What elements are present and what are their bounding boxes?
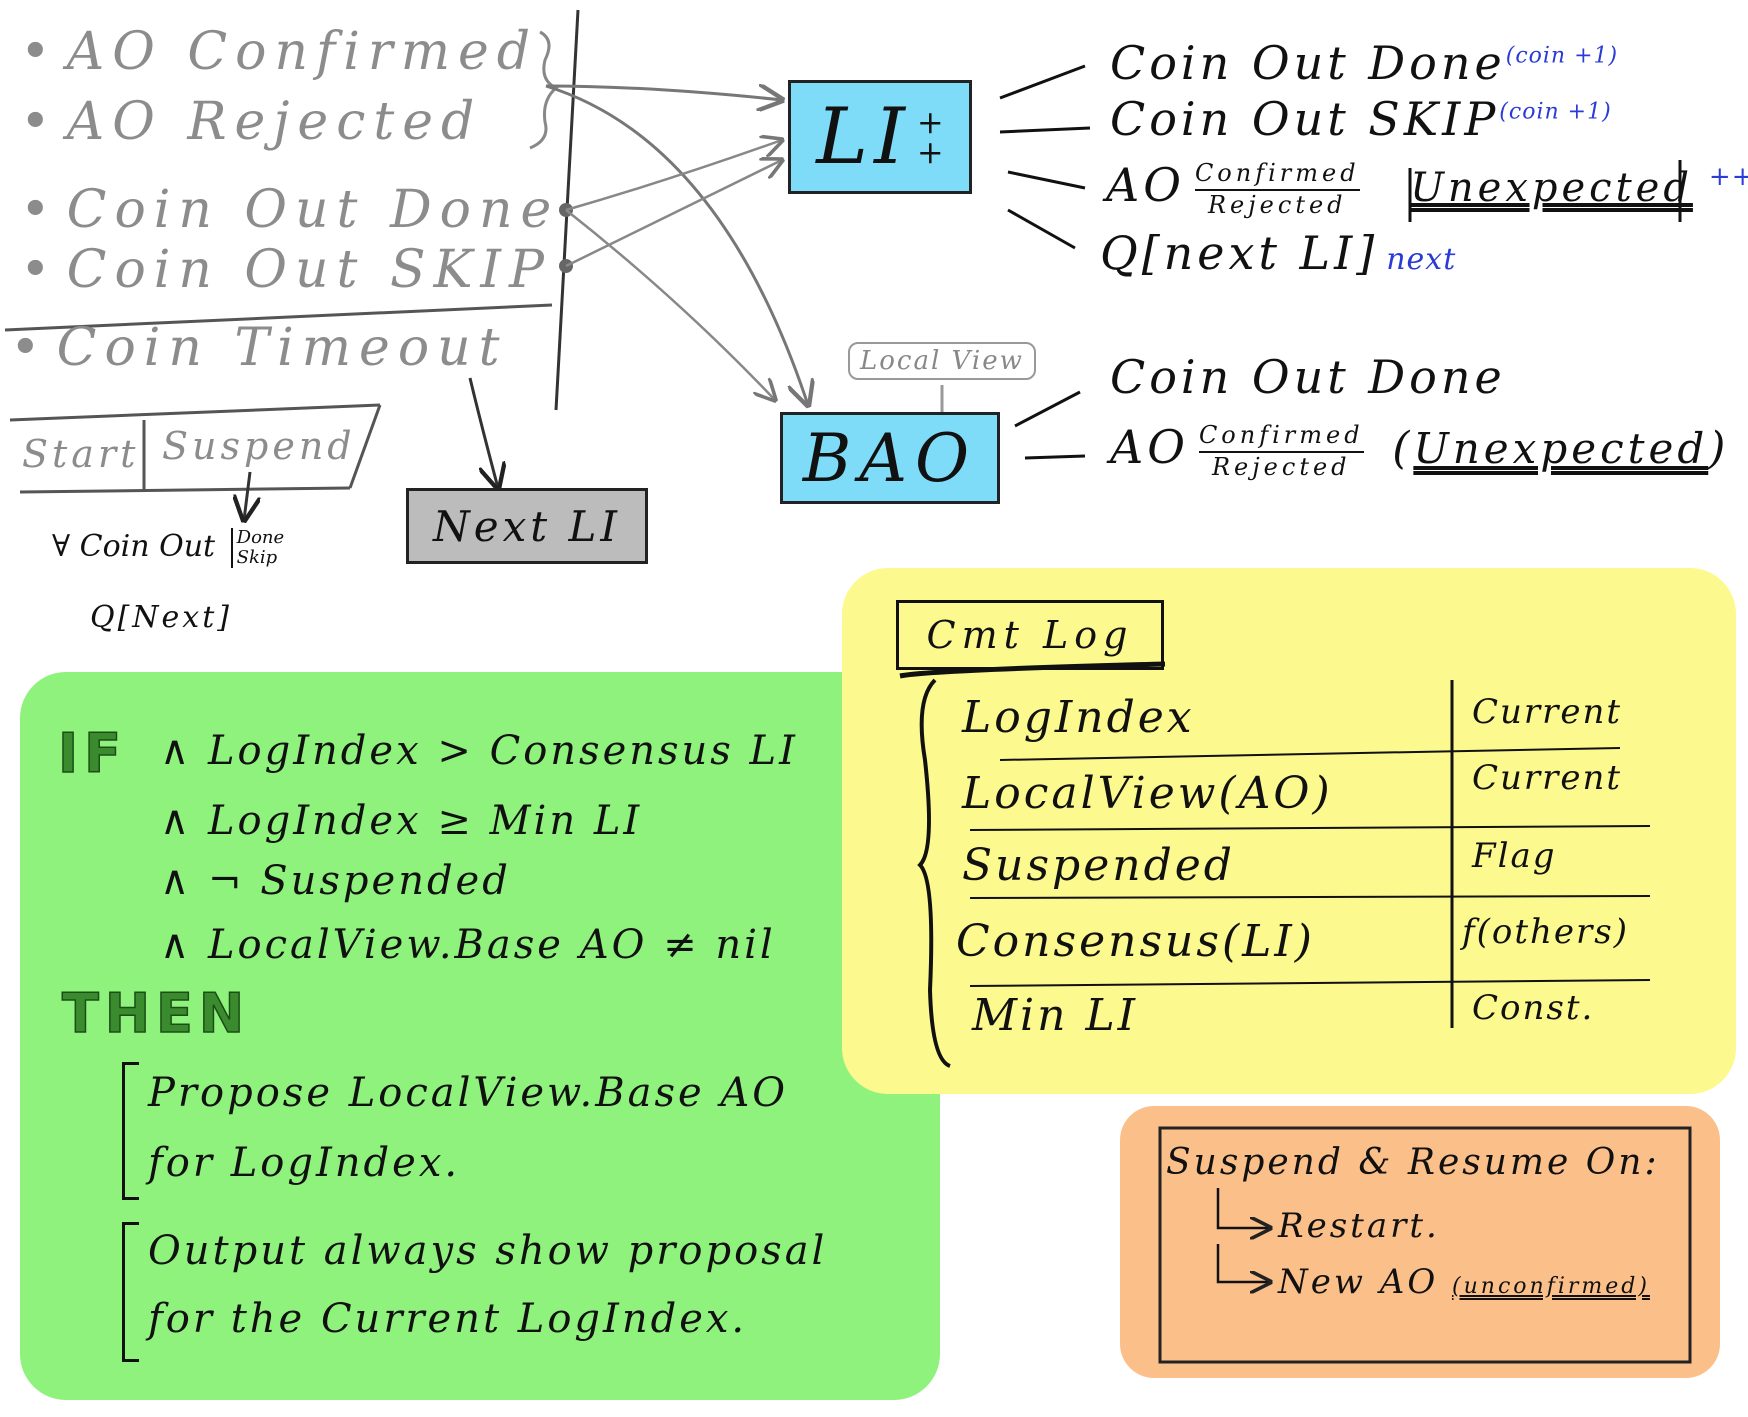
event-coin-out-done-label: Coin Out Done bbox=[66, 180, 560, 240]
suspend-resume-item-restart: Restart. bbox=[1278, 1206, 1440, 1246]
li-note-confirmed: Confirmed bbox=[1194, 159, 1360, 191]
suspend-resume-panel bbox=[1120, 1106, 1720, 1378]
cmt-log-row-4-name: Min LI bbox=[972, 990, 1139, 1041]
li-note-coin-out-skip-text: Coin Out SKIP bbox=[1110, 92, 1500, 146]
cmt-log-panel bbox=[842, 568, 1736, 1094]
rule-action-1-line-2: for LogIndex. bbox=[148, 1140, 461, 1186]
rule-if-keyword: IF bbox=[57, 721, 127, 786]
li-note-rejected: Rejected bbox=[1207, 191, 1347, 219]
rule-condition-3: ∧ ¬ Suspended bbox=[160, 858, 511, 904]
cmt-log-title: Cmt Log bbox=[896, 600, 1164, 670]
li-note-coin-out-done-sup: (coin +1) bbox=[1505, 43, 1619, 69]
li-box-plus-top: + bbox=[916, 103, 944, 141]
suspend-note-skip: Skip bbox=[236, 547, 278, 568]
rule-condition-2: ∧ LogIndex ≥ Min LI bbox=[160, 798, 643, 844]
suspend-note-done: Done bbox=[236, 527, 285, 548]
bao-note-rejected: Rejected bbox=[1211, 453, 1351, 481]
event-coin-out-skip: Coin Out SKIP bbox=[20, 240, 552, 300]
li-box-plus-bottom: + bbox=[916, 133, 944, 171]
suspend-resume-title: Suspend & Resume On: bbox=[1166, 1142, 1660, 1183]
cmt-log-row-4-value: Const. bbox=[1472, 988, 1595, 1028]
arrow-timeout-to-next-li bbox=[468, 377, 498, 488]
next-li-box[interactable]: Next LI bbox=[406, 488, 648, 564]
action-1-bracket bbox=[122, 1062, 139, 1200]
event-ao-confirmed-label: AO Confirmed bbox=[66, 22, 539, 82]
rule-action-2-line-1: Output always show proposal bbox=[148, 1228, 828, 1274]
unconfirmed-text: (unconfirmed) bbox=[1452, 1274, 1650, 1299]
state-top-line bbox=[9, 403, 381, 422]
li-note-coin-out-done: Coin Out Done(coin +1) bbox=[1110, 36, 1618, 90]
li-box-label: LI bbox=[816, 92, 911, 182]
event-ao-rejected: AO Rejected bbox=[20, 92, 482, 152]
cmt-log-row-3-name: Consensus(LI) bbox=[956, 916, 1315, 967]
bao-note-ao-text: AO bbox=[1110, 420, 1189, 474]
rule-condition-1: ∧ LogIndex > Consensus LI bbox=[160, 728, 798, 774]
forall-coin-out-text: ∀ Coin Out bbox=[52, 529, 216, 564]
state-suspend: Suspend bbox=[162, 424, 356, 468]
li-note-unexpected: Unexpected bbox=[1410, 165, 1693, 211]
arrow-ao-to-li bbox=[545, 86, 782, 100]
local-view-callout: Local View bbox=[848, 342, 1036, 380]
bao-note-coin-out-done: Coin Out Done bbox=[1110, 350, 1506, 404]
cmt-log-row-3-value: f(others) bbox=[1462, 912, 1629, 952]
suspend-note-queue: Q[Next] bbox=[90, 600, 232, 635]
li-note-coin-out-skip: Coin Out SKIP(coin +1) bbox=[1110, 92, 1612, 146]
next-li-label: Next LI bbox=[432, 501, 621, 551]
cmt-log-row-1-name: LocalView(AO) bbox=[962, 768, 1333, 819]
cmt-log-row-1-value: Current bbox=[1472, 758, 1623, 798]
event-coin-out-done: Coin Out Done bbox=[20, 180, 559, 240]
bao-note-confirmed: Confirmed bbox=[1198, 421, 1364, 453]
new-ao-text: New AO bbox=[1278, 1262, 1439, 1302]
rule-action-2-line-2: for the Current LogIndex. bbox=[148, 1296, 748, 1342]
li-note-coin-out-skip-sup: (coin +1) bbox=[1499, 99, 1612, 125]
bao-state-box[interactable]: BAO bbox=[780, 412, 1000, 504]
bao-note-unexpected: Unexpected bbox=[1413, 424, 1709, 473]
bao-box-label: BAO bbox=[802, 419, 978, 497]
li-note-coin-out-done-text: Coin Out Done bbox=[1110, 36, 1506, 90]
rule-action-1-line-1: Propose LocalView.Base AO bbox=[148, 1070, 789, 1116]
li-note-queue-text: Q[next LI] bbox=[1100, 226, 1379, 280]
cmt-log-row-0-name: LogIndex bbox=[962, 692, 1195, 743]
rule-condition-4: ∧ LocalView.Base AO ≠ nil bbox=[160, 922, 776, 968]
li-note-plusplus: ++ bbox=[1708, 161, 1748, 192]
cmt-log-row-2-name: Suspended bbox=[962, 840, 1235, 891]
suspend-note-forall: ∀ Coin Out Done Skip bbox=[52, 528, 284, 568]
cmt-log-row-2-value: Flag bbox=[1472, 836, 1557, 876]
li-note-queue: Q[next LI]next bbox=[1100, 226, 1456, 280]
if-then-rule-panel bbox=[20, 672, 940, 1400]
event-ao-rejected-label: AO Rejected bbox=[66, 92, 483, 152]
rule-then-keyword: THEN bbox=[61, 981, 251, 1046]
suspend-resume-item-new-ao: New AO (unconfirmed) bbox=[1278, 1262, 1650, 1302]
event-coin-timeout-label: Coin Timeout bbox=[56, 318, 508, 378]
li-note-next: next bbox=[1386, 242, 1457, 277]
cmt-log-row-0-value: Current bbox=[1472, 692, 1623, 732]
event-coin-timeout: Coin Timeout bbox=[10, 318, 508, 378]
state-start: Start bbox=[22, 432, 140, 476]
arrow-ao-to-bao bbox=[545, 84, 808, 405]
li-state-box[interactable]: LI + + bbox=[788, 80, 972, 194]
action-2-bracket bbox=[122, 1222, 139, 1362]
event-coin-out-skip-label: Coin Out SKIP bbox=[66, 240, 552, 300]
event-ao-confirmed: AO Confirmed bbox=[20, 22, 538, 82]
li-note-ao-text: AO bbox=[1106, 158, 1185, 212]
